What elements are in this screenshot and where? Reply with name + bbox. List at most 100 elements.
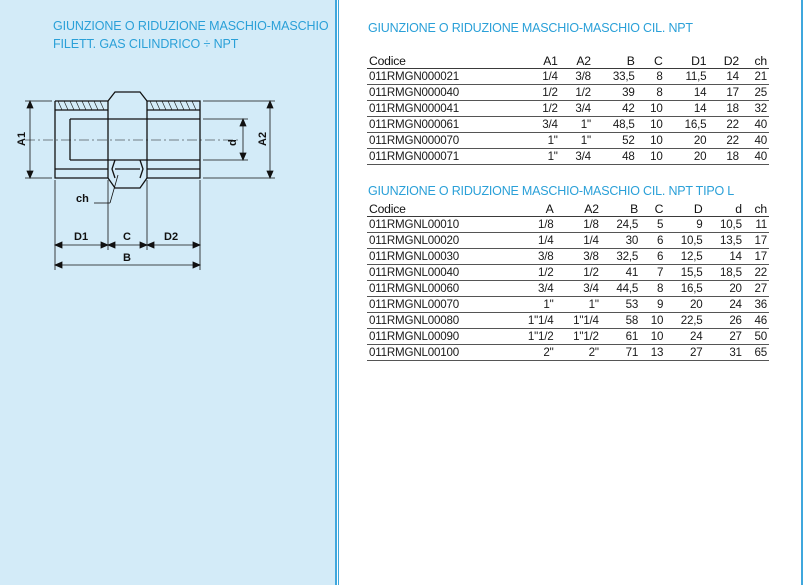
table-cell: 1"1/4 — [555, 312, 601, 329]
drawing-title-line-1: GIUNZIONE O RIDUZIONE MASCHIO-MASCHIO — [53, 19, 329, 33]
table2-header-1: A — [510, 201, 556, 217]
table2-header-7: ch — [743, 201, 769, 217]
table-cell: 24 — [665, 328, 705, 345]
table2-header-6: d — [704, 201, 744, 217]
table-cell: 011RMGNL00080 — [367, 312, 511, 329]
table-cell: 1/2 — [526, 100, 560, 117]
table-cell: 1"1/2 — [555, 328, 601, 345]
label-ch: ch — [76, 193, 89, 205]
table-cell: 52 — [592, 132, 637, 149]
table-cell: 10,5 — [665, 232, 705, 249]
table-cell: 011RMGN000041 — [367, 100, 527, 117]
table-cell: 16,5 — [664, 116, 709, 133]
table1-title: GIUNZIONE O RIDUZIONE MASCHIO-MASCHIO CI… — [368, 21, 693, 35]
table-cell: 18 — [708, 148, 741, 165]
table-cell: 46 — [743, 312, 769, 329]
table-cell: 1"1/4 — [510, 312, 556, 329]
table-cell: 24,5 — [600, 216, 641, 233]
table-cell: 17 — [708, 84, 741, 101]
table-cell: 1" — [559, 132, 593, 149]
table-cell: 18 — [708, 100, 741, 117]
table-cell: 1" — [510, 296, 556, 313]
technical-drawing: A1 A2 d ch D1 C D2 B — [16, 91, 275, 270]
table-cell: 5 — [640, 216, 666, 233]
table-cell: 41 — [600, 264, 641, 281]
table-cell: 3/4 — [510, 280, 556, 297]
table-cell: 20 — [664, 132, 709, 149]
table-cell: 48,5 — [592, 116, 637, 133]
table-cell: 6 — [640, 232, 666, 249]
table-cell: 27 — [704, 328, 744, 345]
table1-header-1: A1 — [526, 53, 560, 69]
table-cell: 31 — [704, 344, 744, 361]
table-cell: 1" — [526, 148, 560, 165]
table-cell: 2" — [510, 344, 556, 361]
table-cell: 3/4 — [526, 116, 560, 133]
table-cell: 22 — [708, 116, 741, 133]
table-cell: 18,5 — [704, 264, 744, 281]
table-cell: 13,5 — [704, 232, 744, 249]
table-cell: 1"1/2 — [510, 328, 556, 345]
table-cell: 9 — [640, 296, 666, 313]
table-cell: 1/4 — [526, 68, 560, 85]
table-cell: 21 — [740, 68, 769, 85]
table-cell: 1/2 — [555, 264, 601, 281]
table-cell: 58 — [600, 312, 641, 329]
table-cell: 011RMGN000061 — [367, 116, 527, 133]
table-cell: 32 — [740, 100, 769, 117]
table2-header-5: D — [665, 201, 705, 217]
table-cell: 011RMGNL00090 — [367, 328, 511, 345]
label-a2: A2 — [257, 132, 269, 146]
table-cell: 42 — [592, 100, 637, 117]
table-cell: 011RMGNL00030 — [367, 248, 511, 265]
table-cell: 50 — [743, 328, 769, 345]
table-cell: 32,5 — [600, 248, 641, 265]
table-cell: 011RMGNL00100 — [367, 344, 511, 361]
table-cell: 1" — [555, 296, 601, 313]
table-cell: 22 — [743, 264, 769, 281]
table-cell: 10 — [640, 328, 666, 345]
table-cell: 40 — [740, 148, 769, 165]
table-cell: 27 — [743, 280, 769, 297]
table-cell: 1" — [559, 116, 593, 133]
table-cell: 40 — [740, 132, 769, 149]
table1-header-7: ch — [740, 53, 769, 69]
table-cell: 17 — [743, 232, 769, 249]
table-cell: 14 — [664, 100, 709, 117]
table-cell: 39 — [592, 84, 637, 101]
table-cell: 3/8 — [559, 68, 593, 85]
table-cell: 10,5 — [704, 216, 744, 233]
table-cell: 8 — [636, 84, 665, 101]
table-cell: 1" — [526, 132, 560, 149]
table-cell: 011RMGN000071 — [367, 148, 527, 165]
table-cell: 65 — [743, 344, 769, 361]
table-cell: 20 — [665, 296, 705, 313]
table-cell: 1/4 — [555, 232, 601, 249]
table-cell: 22 — [708, 132, 741, 149]
table-cell: 1/2 — [510, 264, 556, 281]
table-cell: 3/4 — [555, 280, 601, 297]
label-c: C — [123, 231, 131, 243]
table-cell: 14 — [664, 84, 709, 101]
table-cell: 14 — [704, 248, 744, 265]
table-cell: 53 — [600, 296, 641, 313]
table-cell: 1/2 — [559, 84, 593, 101]
table-cell: 10 — [636, 116, 665, 133]
table-cell: 2" — [555, 344, 601, 361]
drawing-title: GIUNZIONE O RIDUZIONE MASCHIO-MASCHIO FI… — [53, 17, 333, 53]
table-cell: 27 — [665, 344, 705, 361]
table-cell: 17 — [743, 248, 769, 265]
table-cell: 22,5 — [665, 312, 705, 329]
